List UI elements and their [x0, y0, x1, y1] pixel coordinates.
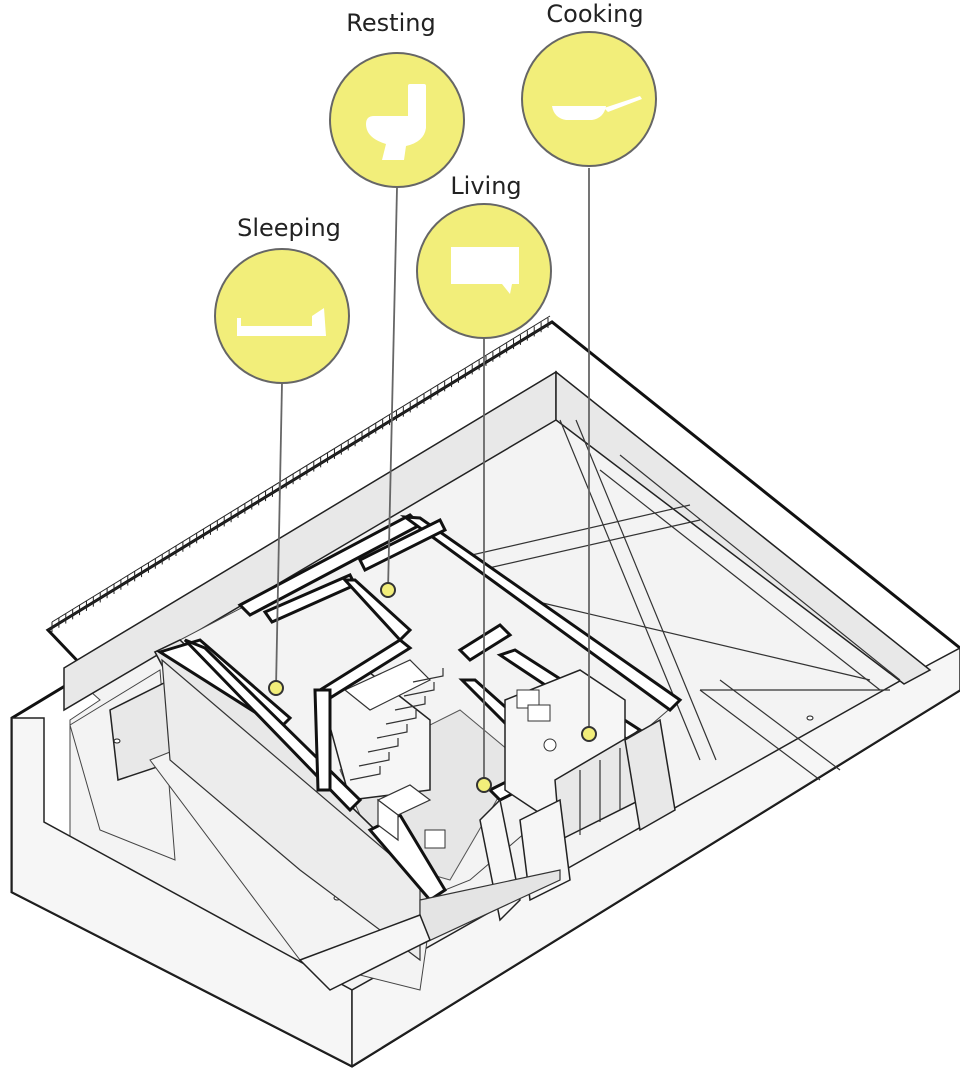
bubble-circle [521, 31, 657, 167]
bed-icon [237, 308, 326, 336]
zone-label-sleeping: Sleeping [237, 214, 341, 242]
house [153, 513, 683, 991]
zone-label-living: Living [450, 172, 521, 200]
bubble-circle [214, 248, 350, 384]
pin-sleeping [268, 680, 284, 696]
living-furniture [376, 784, 446, 849]
zone-bubble-resting: Resting [329, 9, 465, 188]
pin-cooking [581, 726, 597, 742]
fence-railing [47, 315, 553, 632]
pin-living [476, 777, 492, 793]
staircase [319, 659, 444, 801]
pin-resting [380, 582, 396, 598]
zone-bubble-cooking: Cooking [521, 0, 657, 167]
zone-label-cooking: Cooking [546, 0, 643, 28]
toilet-icon [366, 84, 426, 160]
zone-label-resting: Resting [346, 9, 435, 37]
zone-pins [268, 582, 597, 793]
frying-pan-icon [552, 96, 642, 120]
speech-bubble-icon [451, 247, 519, 294]
zone-bubble-living: Living [416, 172, 552, 339]
zone-bubble-sleeping: Sleeping [214, 214, 350, 384]
courtyard-paving [449, 419, 901, 781]
kitchen-cabinets [504, 669, 676, 842]
leader-lines [275, 168, 590, 785]
